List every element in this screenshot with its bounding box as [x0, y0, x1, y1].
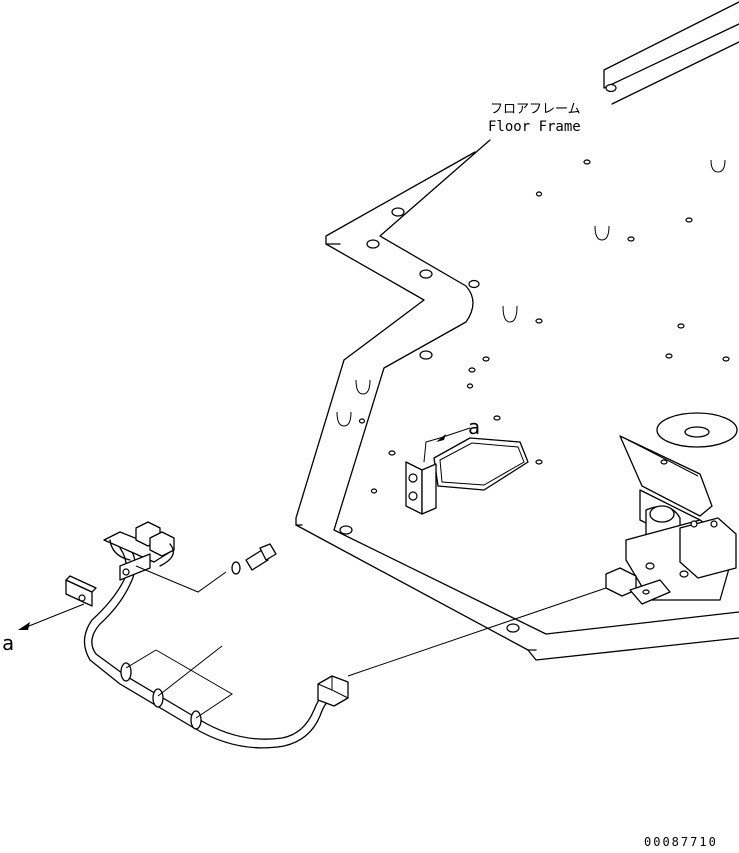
ref-a-top-leader — [423, 427, 471, 463]
wiring-harness — [83, 545, 349, 749]
bolt-and-washer — [231, 543, 277, 575]
floor-frame-label-jp: フロアフレーム — [490, 102, 581, 117]
harness-lead-line — [347, 587, 607, 677]
ref-a-left-arrowhead — [18, 622, 30, 630]
floor-frame-top-rail — [603, 1, 739, 105]
floor-frame-label-en: Floor Frame — [488, 119, 581, 135]
ref-a-left-label: a — [2, 631, 14, 655]
ref-a-top-label: a — [468, 415, 480, 439]
upper-mounting-bracket — [405, 461, 437, 515]
ref-a-left-leader — [23, 603, 85, 629]
bracket-to-bolt-leader — [135, 565, 227, 593]
floor-frame-plate — [295, 139, 739, 661]
switch-bracket-assembly — [65, 521, 175, 607]
ref-a-top-arrowhead — [436, 434, 446, 442]
clamp-callout-lines — [125, 645, 233, 719]
drawing-number: 00087710 — [644, 835, 718, 849]
pedal-valve-assembly — [605, 435, 737, 605]
